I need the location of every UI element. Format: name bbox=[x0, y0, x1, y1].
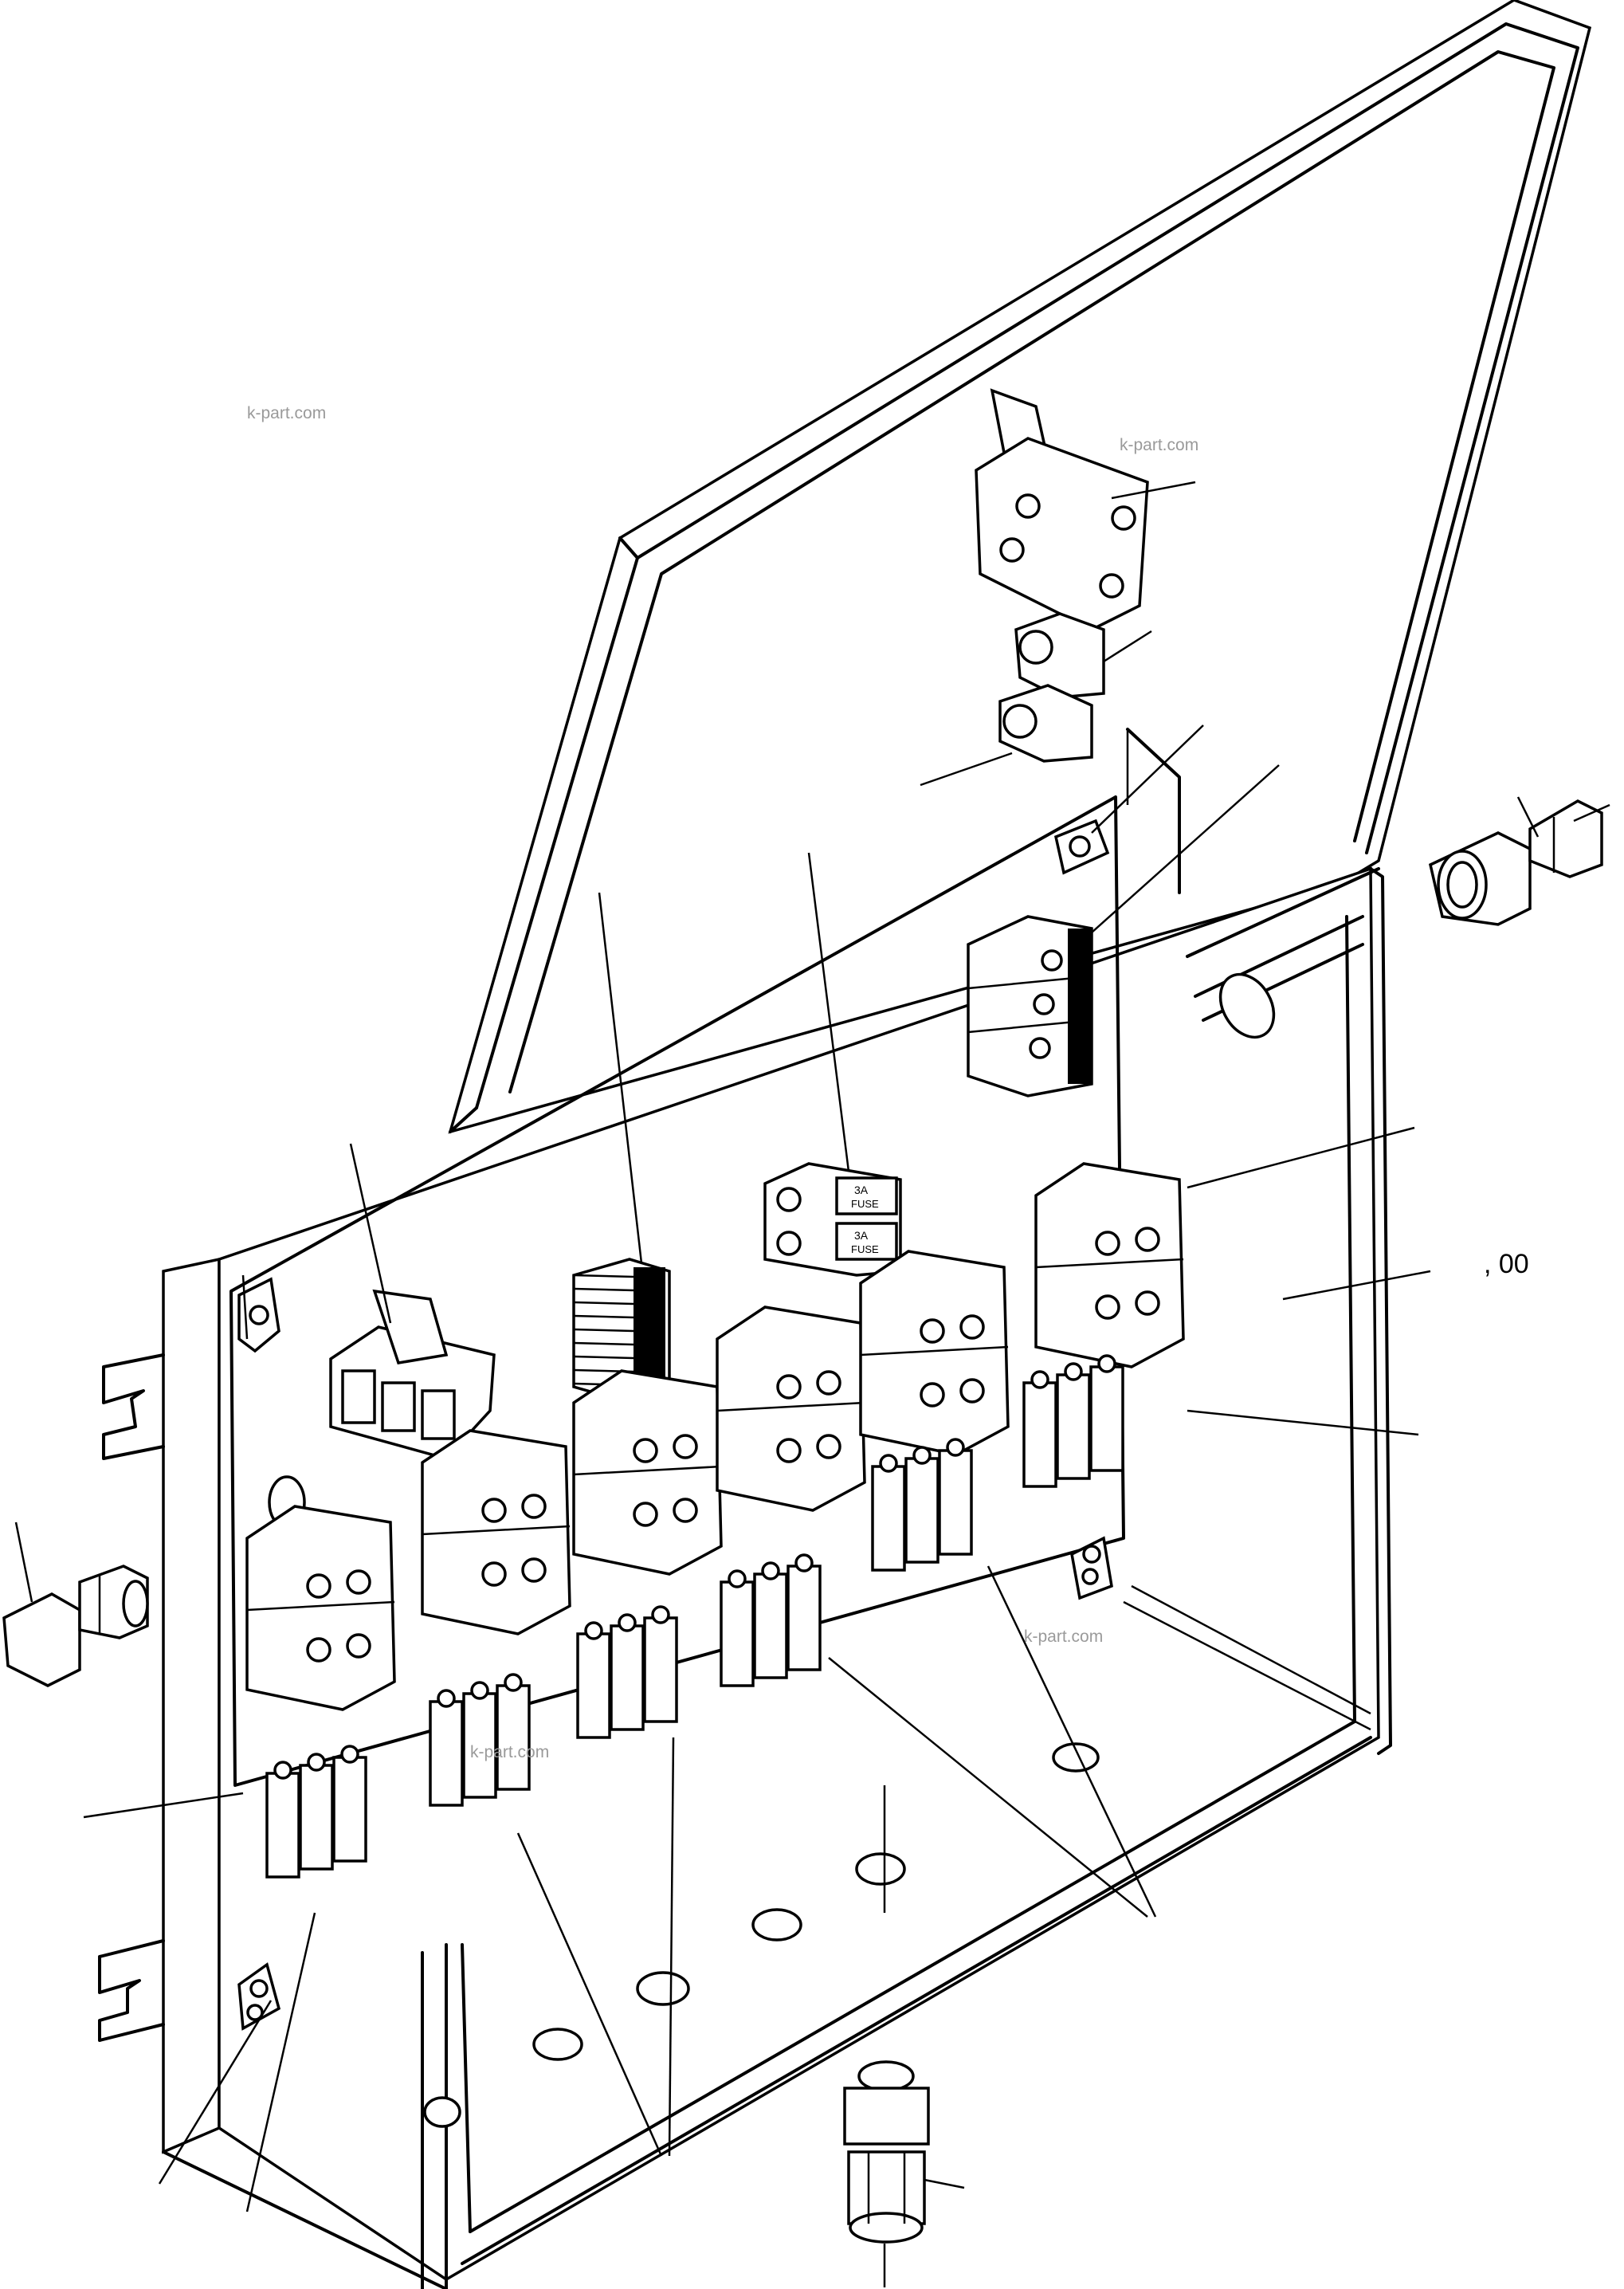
mounting-lugs bbox=[237, 819, 1113, 2031]
relay bbox=[1022, 1354, 1124, 1488]
contactor bbox=[1034, 1162, 1185, 1368]
relay bbox=[429, 1673, 531, 1807]
fuse-bottom-amp: 3A bbox=[854, 1229, 869, 1242]
top-terminal-block bbox=[967, 915, 1093, 1097]
contactor bbox=[421, 1429, 571, 1635]
watermark-3: k-part.com bbox=[1024, 1627, 1103, 1646]
door-switch bbox=[975, 388, 1149, 631]
box-knockout-holes bbox=[268, 1475, 1100, 2128]
watermark-2: k-part.com bbox=[1120, 436, 1198, 454]
strip-rib bbox=[573, 1328, 634, 1333]
contactor bbox=[245, 1505, 396, 1711]
pilot-lamp-1 bbox=[1014, 612, 1105, 699]
cable-gland-bottom bbox=[843, 2060, 930, 2244]
fuse-holders: 3A FUSE 3A FUSE bbox=[763, 1162, 902, 1277]
contactor bbox=[716, 1305, 866, 1512]
relay bbox=[576, 1605, 678, 1739]
fuse-top-text: FUSE bbox=[851, 1198, 879, 1210]
callout-label: , 00 bbox=[1484, 1249, 1529, 1279]
watermark-4: k-part.com bbox=[470, 1743, 549, 1761]
relay bbox=[265, 1745, 367, 1879]
circuit-breaker bbox=[329, 1289, 496, 1460]
leader-lines bbox=[14, 481, 1610, 2287]
watermark-1: k-part.com bbox=[247, 404, 326, 422]
contactor bbox=[572, 1369, 723, 1576]
strip-rib bbox=[573, 1301, 634, 1305]
fuse-top-amp: 3A bbox=[854, 1184, 869, 1196]
strip-rib bbox=[573, 1341, 634, 1346]
strip-rib bbox=[573, 1314, 634, 1319]
contactor-row bbox=[245, 1162, 1185, 1711]
relay bbox=[720, 1553, 822, 1687]
strip-rib bbox=[573, 1355, 634, 1360]
cable-gland-left bbox=[2, 1565, 149, 1687]
fuse-bottom-text: FUSE bbox=[851, 1243, 879, 1255]
contactor bbox=[859, 1250, 1010, 1456]
relay-row bbox=[265, 1354, 1124, 1879]
cable-gland-right bbox=[1428, 799, 1603, 926]
strip-rib bbox=[573, 1287, 634, 1292]
relay bbox=[871, 1438, 973, 1572]
strip-rib bbox=[573, 1274, 634, 1278]
pilot-lamp-2 bbox=[998, 684, 1093, 763]
